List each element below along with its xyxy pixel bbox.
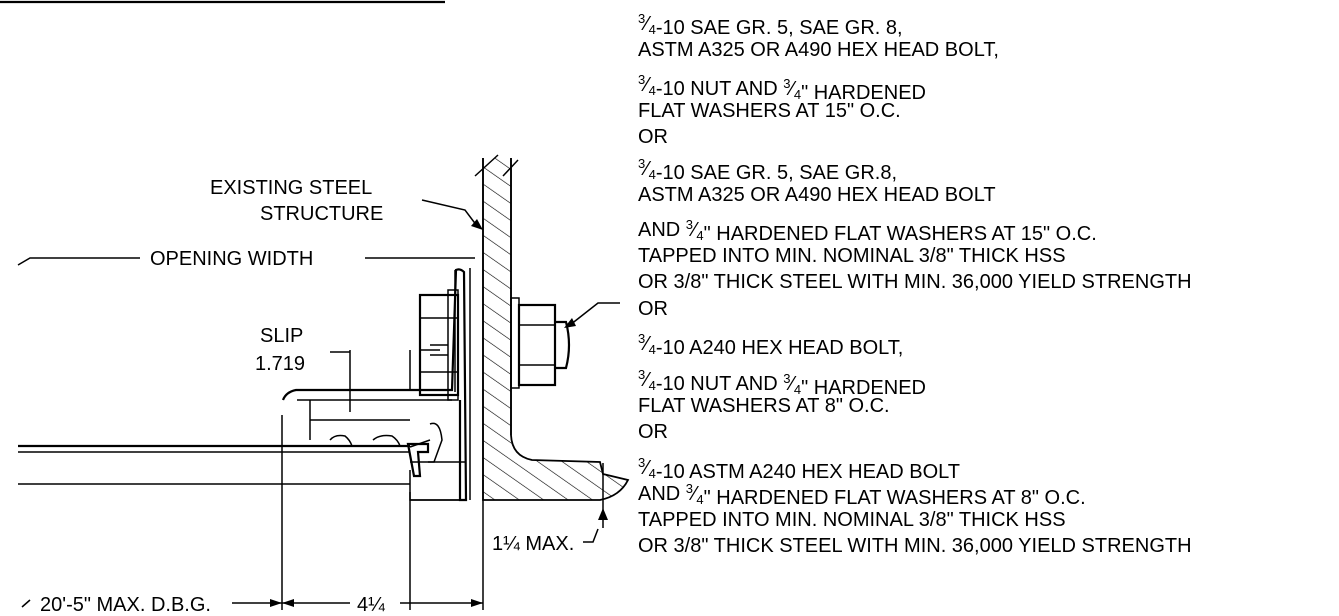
label-max-dim: 1¼ MAX. xyxy=(492,533,574,555)
label-slip: SLIP xyxy=(260,325,303,347)
hex-head-bolt-left xyxy=(418,289,460,401)
existing-structure-leader xyxy=(421,199,478,227)
note-line: OR 3/8" THICK STEEL WITH MIN. 36,000 YIE… xyxy=(638,535,1192,557)
note-line: 3⁄4-10 NUT AND 3⁄4" HARDENED xyxy=(638,72,926,104)
label-width-dim: 4¼ xyxy=(357,594,385,616)
note-line: ASTM A325 OR A490 HEX HEAD BOLT xyxy=(638,184,996,206)
note-line: AND 3⁄4" HARDENED FLAT WASHERS AT 8" O.C… xyxy=(638,481,1086,509)
note-line: OR 3/8" THICK STEEL WITH MIN. 36,000 YIE… xyxy=(638,271,1192,293)
note-line: TAPPED INTO MIN. NOMINAL 3/8" THICK HSS xyxy=(638,245,1066,267)
note-line: OR xyxy=(638,298,668,320)
label-slip-value: 1.719 xyxy=(255,353,305,375)
slip-dimension xyxy=(330,349,440,412)
note-line: AND 3⁄4" HARDENED FLAT WASHERS AT 15" O.… xyxy=(638,217,1097,245)
note-line: 3⁄4-10 ASTM A240 HEX HEAD BOLT xyxy=(638,455,960,483)
note-line: 3⁄4-10 SAE GR. 5, SAE GR.8, xyxy=(638,156,897,184)
bolt-notes: 3⁄4-10 SAE GR. 5, SAE GR. 8,ASTM A325 OR… xyxy=(638,11,1192,557)
label-opening-width: OPENING WIDTH xyxy=(150,248,313,270)
note-line: ASTM A325 OR A490 HEX HEAD BOLT, xyxy=(638,39,999,61)
label-existing-steel: EXISTING STEEL xyxy=(210,177,372,199)
note-line: FLAT WASHERS AT 8" O.C. xyxy=(638,395,890,417)
note-line: TAPPED INTO MIN. NOMINAL 3/8" THICK HSS xyxy=(638,509,1066,531)
note-line: OR xyxy=(638,421,668,443)
bolt-callout-leader xyxy=(569,302,620,326)
note-line: 3⁄4-10 SAE GR. 5, SAE GR. 8, xyxy=(638,11,903,39)
deck-plate xyxy=(18,400,443,485)
note-line: 3⁄4-10 NUT AND 3⁄4" HARDENED xyxy=(638,367,926,399)
note-line: FLAT WASHERS AT 15" O.C. xyxy=(638,100,901,122)
existing-steel-structure xyxy=(474,154,630,501)
opening-width-leader xyxy=(17,257,140,266)
hex-nut-right xyxy=(510,297,571,389)
label-dbg-max: 20'-5" MAX. D.B.G. xyxy=(40,594,211,616)
lip-angle xyxy=(281,268,471,502)
note-line: 3⁄4-10 A240 HEX HEAD BOLT, xyxy=(638,331,903,359)
note-line: OR xyxy=(638,126,668,148)
label-structure: STRUCTURE xyxy=(260,203,383,225)
